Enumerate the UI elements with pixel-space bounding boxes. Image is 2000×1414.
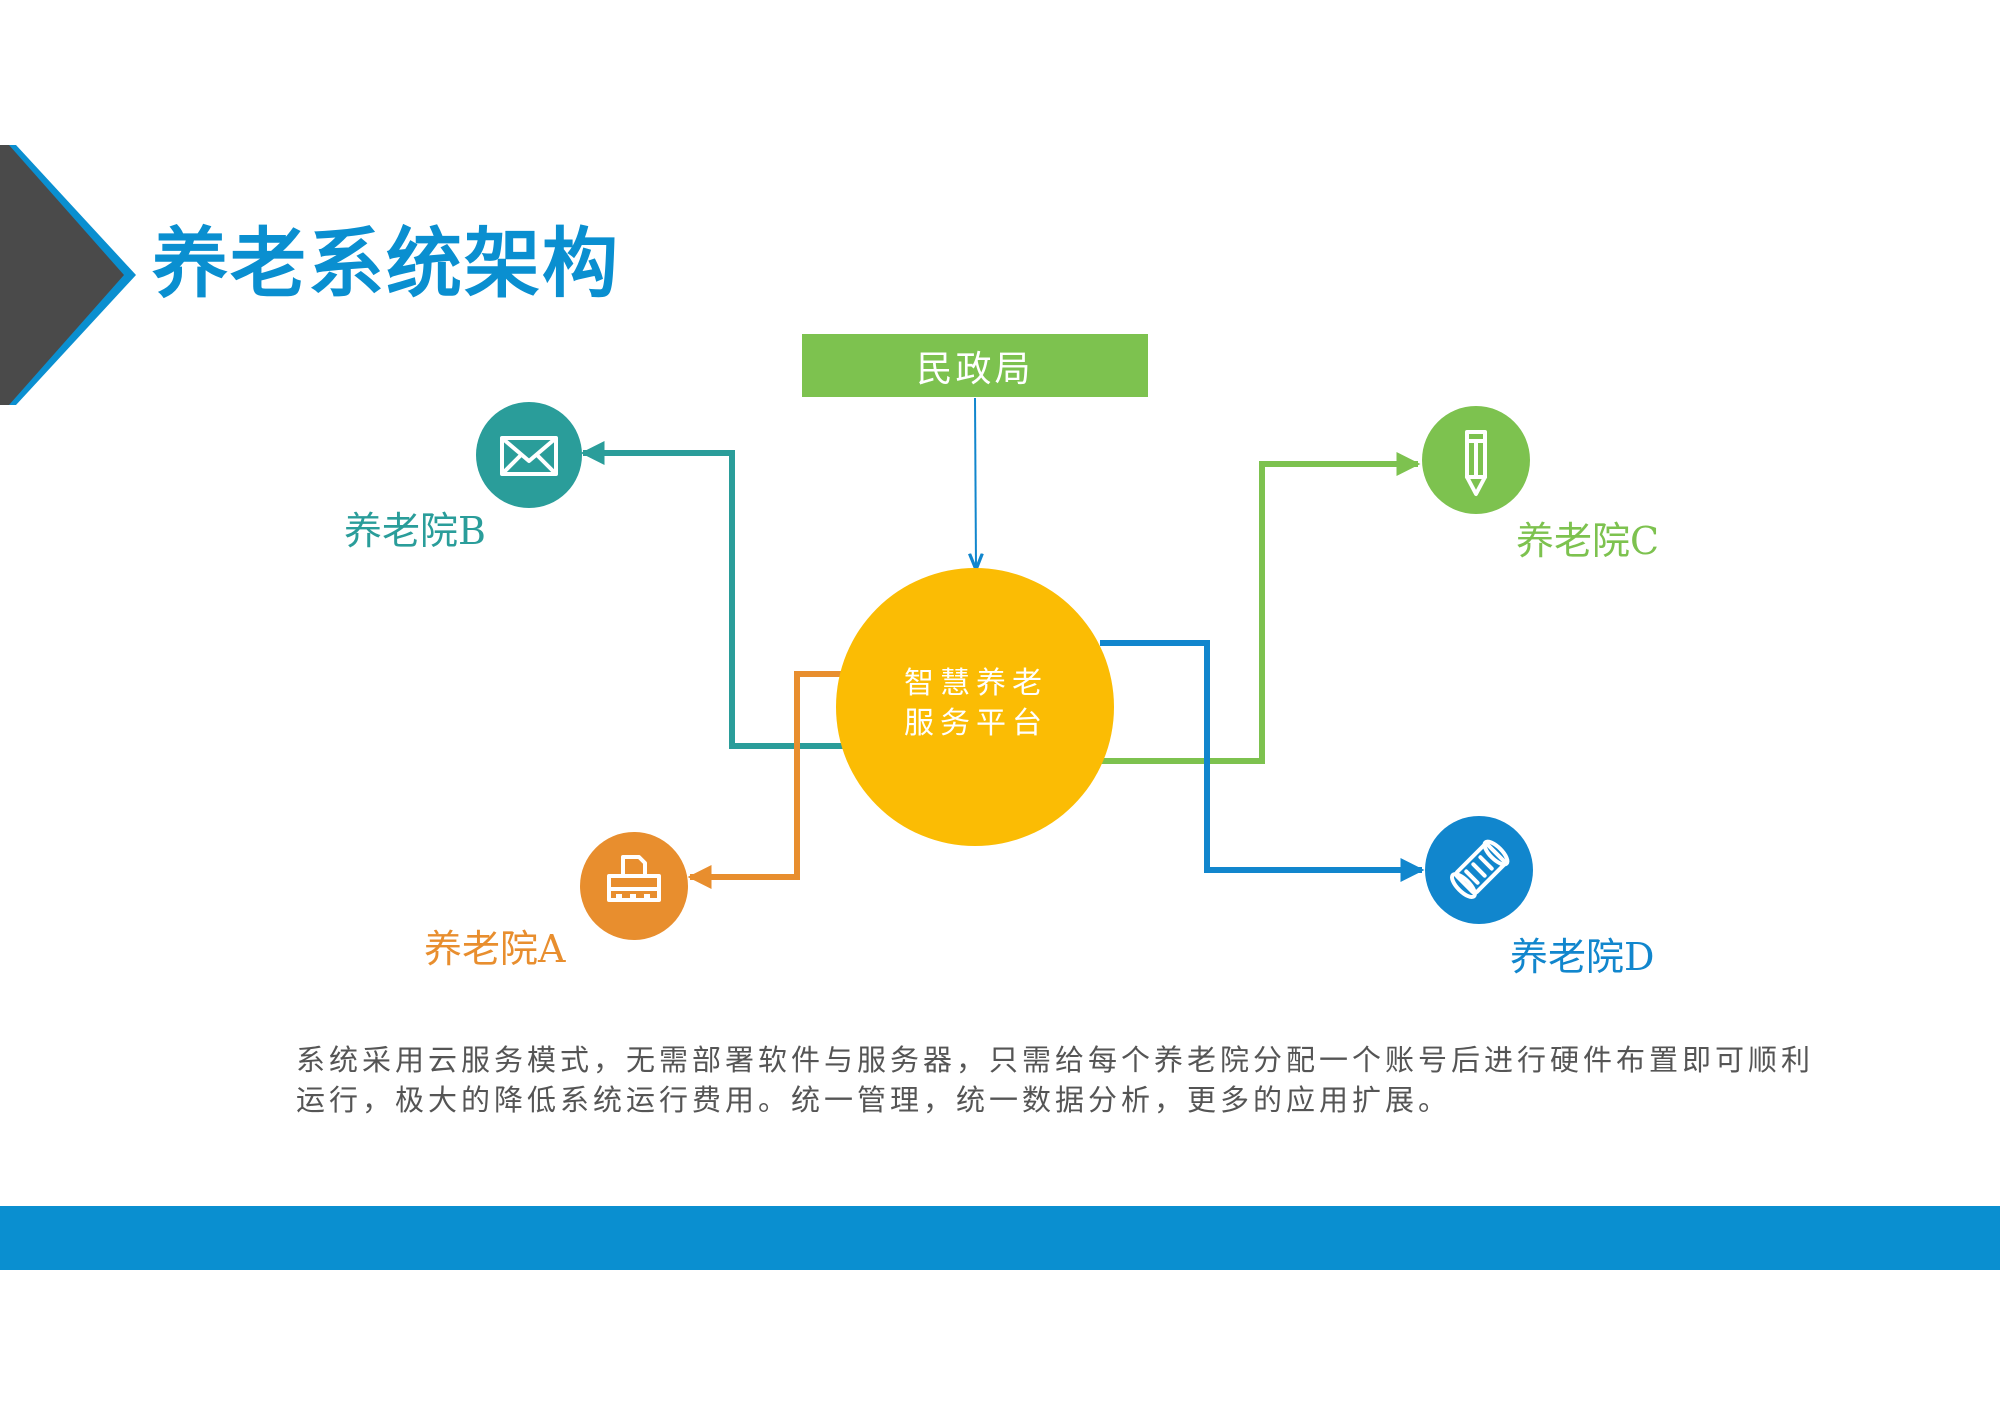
connector-hub-to-d (1100, 640, 1425, 882)
node-c (1422, 406, 1530, 514)
hub-label-line-1: 智慧养老 (904, 666, 1048, 701)
title-corner-shape (0, 145, 136, 405)
description-line-2: 运行，极大的降低系统运行费用。统一管理，统一数据分析，更多的应用扩展。 (296, 1083, 1452, 1117)
node-b-label: 养老院B (344, 509, 486, 553)
printer-icon (607, 855, 661, 902)
description: 系统采用云服务模式，无需部署软件与服务器，只需给每个养老院分配一个账号后进行硬件… (296, 1040, 1856, 1120)
node-d-label: 养老院D (1510, 935, 1655, 979)
node-d (1425, 816, 1533, 924)
envelope-icon (500, 436, 558, 476)
node-a (580, 832, 688, 940)
connector-top-to-hub (975, 397, 976, 568)
pencil-icon (1465, 430, 1487, 496)
top-node-box (802, 334, 1148, 397)
bottom-band (0, 1206, 2000, 1270)
description-line-1: 系统采用云服务模式，无需部署软件与服务器，只需给每个养老院分配一个账号后进行硬件… (296, 1043, 1815, 1077)
scroll-icon (1450, 839, 1510, 899)
node-c-label: 养老院C (1516, 519, 1660, 563)
connector-hub-to-b (580, 441, 845, 749)
hub-label-line-2: 服务平台 (904, 706, 1048, 741)
top-node-label: 民政局 (916, 348, 1034, 390)
connector-hub-to-c (1100, 452, 1421, 764)
hub-circle (836, 568, 1114, 846)
node-b-circle (476, 402, 582, 508)
connector-hub-to-a (687, 671, 845, 889)
node-a-circle (580, 832, 688, 940)
page-title: 养老系统架构 (152, 219, 620, 308)
hub-label: 智慧养老 服务平台 (845, 664, 1107, 744)
node-a-label: 养老院A (424, 927, 566, 971)
node-b (476, 402, 582, 508)
corner-dark-chevron (0, 145, 124, 405)
